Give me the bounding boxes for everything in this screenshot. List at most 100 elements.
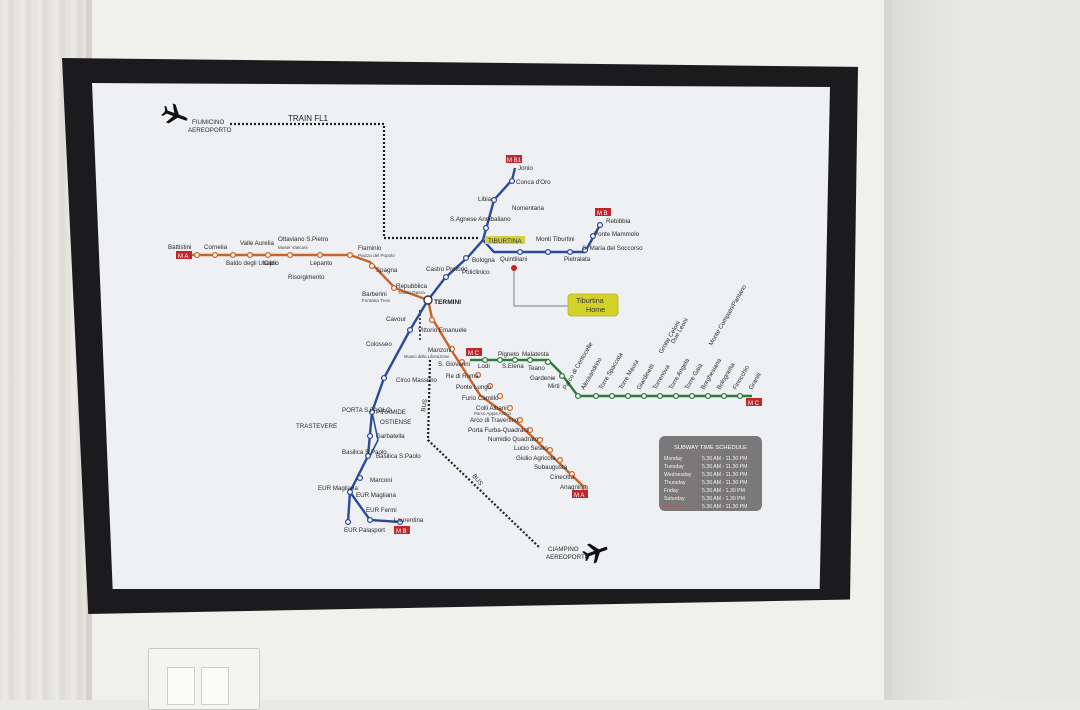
station-malatesta: Malatesta xyxy=(522,351,549,358)
station-repubblica-sub: Teatro Opera xyxy=(398,290,425,295)
station-lodi: Lodi xyxy=(478,363,490,370)
station-ponte-mammolo: Ponte Mammolo xyxy=(594,231,640,238)
station-marconi: Marconi xyxy=(370,477,392,484)
home-pointer-line xyxy=(513,268,568,307)
ciampino-label-1: CIAMPINO xyxy=(548,546,579,553)
station-conca-doro: Conca d'Oro xyxy=(516,179,551,186)
line-c-route xyxy=(470,358,752,398)
station-arco-di-travertino: Arco di Travertino xyxy=(470,417,519,424)
station-numidio-quadrato: Numidio Quadrato xyxy=(488,436,539,443)
station-subaugusta: Subaugusta xyxy=(534,464,568,471)
tiburtina-station-highlight xyxy=(485,236,525,244)
station-trastevere: TRASTEVERE xyxy=(296,423,337,430)
station-battistini: Battistini xyxy=(168,244,191,251)
airplane-icon-ciampino xyxy=(582,543,608,564)
station-ottaviano-sub: Musei Vaticani xyxy=(278,245,308,250)
schedule-day-monday: Monday xyxy=(664,456,683,462)
station-s-agnese: S.Agnese Annibaliano xyxy=(450,216,511,223)
station-pigneto: Pigneto xyxy=(498,351,520,358)
schedule-hours-thursday: 5.30 AM - 11.30 PM xyxy=(702,480,747,486)
station-baldo-degli-ubaldi: Baldo degli Ubaldi xyxy=(226,260,276,267)
station-giulio-agricola: Giulio Agricola xyxy=(516,455,556,462)
station-basilica-s-paolo: Basilica S.Paolo xyxy=(376,453,421,460)
home-marker-label-2: Home xyxy=(586,305,605,314)
schedule-day-saturday: Saturday xyxy=(664,496,685,502)
termini-interchange xyxy=(423,295,433,305)
station-barberini: Barberini xyxy=(362,291,387,298)
station-manzoni: Manzoni xyxy=(428,347,451,354)
bus-label-vertical: BUS xyxy=(420,399,429,413)
bus-path xyxy=(426,359,541,549)
line-b-stations xyxy=(344,177,604,526)
line-b1-badge-jonio: M B1 xyxy=(506,155,522,164)
svg-text:M A: M A xyxy=(574,493,584,499)
station-ottaviano: Ottaviano S.Pietro xyxy=(278,236,329,243)
station-flaminio-sub: Piazza del Popolo xyxy=(358,253,395,258)
station-quintiliani: Quintiliani xyxy=(500,256,527,263)
station-pietralata: Pietralata xyxy=(564,256,591,263)
schedule-hours-tuesday: 5.30 AM - 11.30 PM xyxy=(702,464,747,470)
station-flaminio: Flaminio xyxy=(358,245,382,252)
line-a-stations xyxy=(193,251,589,492)
svg-text:M B: M B xyxy=(396,529,407,535)
station-laurentina: Laurentina xyxy=(394,517,424,524)
station-cornelia: Cornelia xyxy=(204,244,228,251)
svg-text:M B1: M B1 xyxy=(507,158,522,164)
station-lepanto: Lepanto xyxy=(310,260,333,267)
station-basilica-s-paolo-left: Basilica S.Paolo xyxy=(342,449,387,456)
schedule-hours-saturday: 5.30 AM - 1.30 PM xyxy=(702,496,745,502)
svg-text:M C: M C xyxy=(748,401,760,407)
station-colli-albani: Colli Albani xyxy=(476,405,507,412)
switch-rocker-left[interactable] xyxy=(167,667,195,705)
station-gardenie: Gardenie xyxy=(530,375,556,382)
station-anagnina: Anagnina xyxy=(560,484,587,491)
switch-rocker-right[interactable] xyxy=(201,667,229,705)
home-marker-label-1: Tiburtina xyxy=(576,296,604,305)
line-a-badge-battistini: M A xyxy=(176,251,192,260)
line-c-stations xyxy=(481,356,744,400)
station-libia: Libia xyxy=(478,196,492,203)
ciampino-label-2: AEREOPORTO xyxy=(546,554,590,561)
station-s-elena: S.Elena xyxy=(502,363,524,370)
station-graniti: Graniti xyxy=(748,372,763,391)
station-castro-pretorio: Castro Pretorio xyxy=(426,266,468,273)
line-b-badge-laurentina: M B xyxy=(394,526,410,535)
line-c-badge-lodi: M C xyxy=(466,348,482,357)
station-porta-s-paolo: PORTA S.PAOLO xyxy=(342,407,391,414)
schedule-hours-wednesday: 5.30 AM - 11.30 PM xyxy=(702,472,747,478)
svg-text:M A: M A xyxy=(178,254,188,260)
schedule-hours-friday: 5.30 AM - 1.30 PM xyxy=(702,488,745,494)
airplane-icon-fiumicino xyxy=(161,103,188,124)
termini-label: TERMINI xyxy=(434,299,461,306)
wall-corner xyxy=(884,0,892,700)
station-circo-massimo: Circo Massimo xyxy=(396,377,437,384)
station-valle-aurelia: Valle Aurelia xyxy=(240,240,274,247)
station-lucio-sestio: Lucio Sestio xyxy=(514,445,548,452)
station-cinecitta: Cinecittà xyxy=(550,474,575,481)
line-c-badge-pantano: M C xyxy=(746,398,762,407)
station-monte-compatri: Monte Compatri/Pantano xyxy=(708,283,749,347)
fiumicino-label-2: AEREOPORTO xyxy=(188,127,232,134)
tiburtina-station-label: TIBURTINA xyxy=(488,238,522,245)
train-fl1-path xyxy=(230,122,480,240)
station-eur-magliana: EUR Magliana xyxy=(356,492,396,499)
home-location-pin xyxy=(511,265,517,271)
schedule-hours-sunday: 5.30 AM - 11.30 PM xyxy=(702,504,747,510)
line-a-route xyxy=(188,253,586,489)
station-re-di-roma: Re di Roma xyxy=(446,373,479,380)
station-furio-camillo: Furio Camillo xyxy=(462,395,499,402)
schedule-day-tuesday: Tuesday xyxy=(664,464,684,470)
station-colosseo: Colosseo xyxy=(366,341,392,348)
station-cavour: Cavour xyxy=(386,316,406,323)
station-s-giovanni: S. Giovanni xyxy=(438,361,470,368)
station-cipro: Cipro xyxy=(264,260,279,267)
schedule-hours-monday: 5.30 AM - 11.30 PM xyxy=(702,456,747,462)
home-marker-box xyxy=(567,293,619,317)
station-repubblica: Repubblica xyxy=(396,283,428,290)
schedule-day-wednesday: Wednesday xyxy=(664,472,692,478)
station-piramide: PIRAMIDE xyxy=(376,409,406,416)
station-nomentana: Nomentana xyxy=(512,205,545,212)
station-jonio: Jonio xyxy=(518,165,533,172)
subway-schedule-panel: SUBWAY TIME SCHEDULE Monday 5.30 AM - 11… xyxy=(659,436,762,511)
